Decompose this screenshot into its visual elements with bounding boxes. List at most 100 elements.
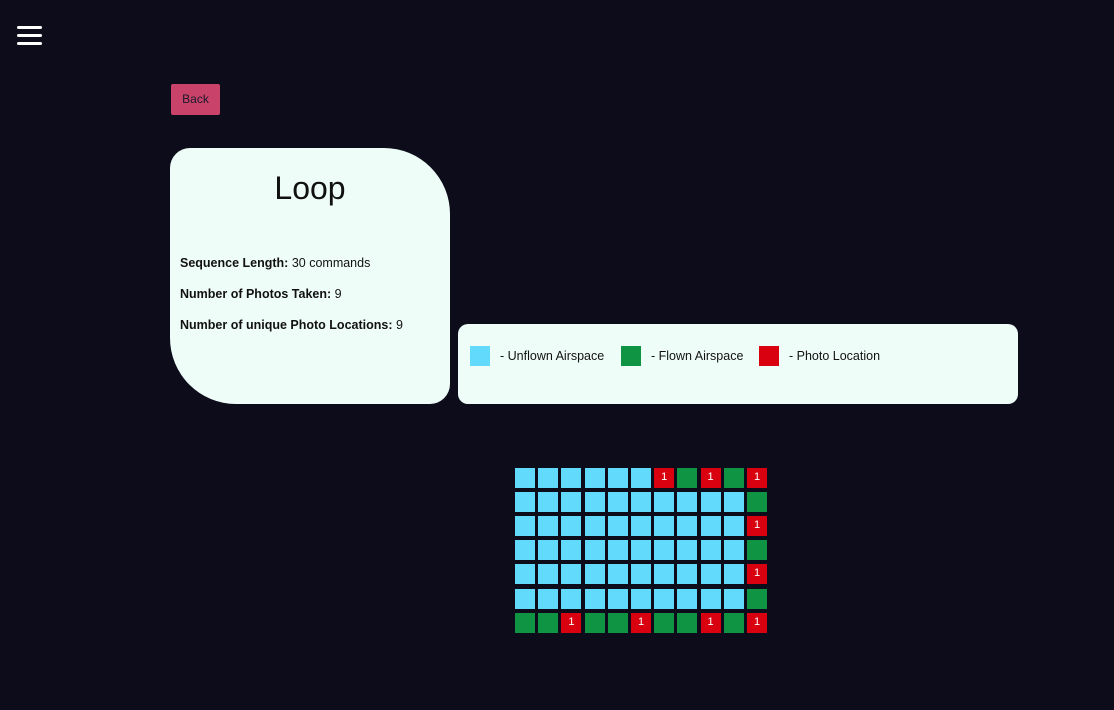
unflown-cell [700, 516, 721, 537]
airspace-legend: - Unflown Airspace - Flown Airspace - Ph… [458, 324, 1018, 404]
photo-location-cell: 1 [654, 468, 675, 488]
sequence-length-row: Sequence Length: 30 commands [180, 256, 370, 270]
unflown-cell [584, 468, 605, 488]
photo-location-cell: 1 [747, 612, 767, 633]
flown-cell [654, 612, 675, 633]
unflown-cell [515, 540, 535, 561]
unflown-cell [561, 564, 582, 585]
unflown-cell [631, 588, 651, 609]
unflown-cell [723, 564, 744, 585]
unflown-cell [654, 564, 675, 585]
unflown-cell [700, 492, 721, 513]
unflown-cell [631, 468, 651, 488]
unflown-cell [654, 492, 675, 513]
menu-bar-top [17, 26, 42, 29]
unflown-cell [584, 492, 605, 513]
unflown-cell [723, 588, 744, 609]
flown-cell [515, 612, 535, 633]
unflown-cell [607, 516, 628, 537]
unflown-cell [584, 516, 605, 537]
unflown-cell [631, 516, 651, 537]
photo-swatch [759, 346, 779, 366]
unflown-cell [723, 540, 744, 561]
unflown-cell [561, 588, 582, 609]
photo-location-cell: 1 [700, 612, 721, 633]
back-button[interactable]: Back [171, 84, 220, 115]
flown-cell [723, 468, 744, 488]
flown-cell [747, 588, 767, 609]
unflown-cell [723, 516, 744, 537]
unflown-cell [561, 540, 582, 561]
unflown-cell [607, 588, 628, 609]
unflown-cell [515, 564, 535, 585]
flown-cell [607, 612, 628, 633]
unflown-cell [607, 492, 628, 513]
photo-location-cell: 1 [747, 516, 767, 537]
photo-location-cell: 1 [700, 468, 721, 488]
unflown-cell [515, 492, 535, 513]
unflown-cell [654, 516, 675, 537]
unflown-cell [561, 516, 582, 537]
unflown-cell [631, 564, 651, 585]
unflown-cell [607, 468, 628, 488]
menu-bar-middle [17, 34, 42, 37]
unflown-cell [677, 564, 698, 585]
unflown-cell [538, 588, 559, 609]
legend-label-flown: - Flown Airspace [651, 349, 744, 363]
unflown-cell [700, 564, 721, 585]
unflown-cell [584, 540, 605, 561]
legend-item-photo: - Photo Location [759, 346, 880, 366]
unflown-cell [584, 588, 605, 609]
legend-label-unflown: - Unflown Airspace [500, 349, 605, 363]
flown-cell [677, 612, 698, 633]
unflown-cell [700, 588, 721, 609]
flown-cell [747, 540, 767, 561]
flown-cell [747, 492, 767, 513]
legend-item-flown: - Flown Airspace [621, 346, 743, 366]
legend-item-unflown: - Unflown Airspace [470, 346, 604, 366]
unflown-cell [677, 588, 698, 609]
unflown-cell [538, 516, 559, 537]
flown-cell [723, 612, 744, 633]
unflown-cell [515, 588, 535, 609]
unflown-cell [538, 540, 559, 561]
unflown-cell [631, 492, 651, 513]
legend-label-photo: - Photo Location [789, 349, 881, 363]
sequence-info-card: Loop Sequence Length: 30 commands Number… [170, 148, 450, 404]
menu-bar-bottom [17, 42, 42, 45]
unflown-cell [561, 492, 582, 513]
photos-taken-row: Number of Photos Taken: 9 [180, 287, 342, 301]
photo-location-cell: 1 [631, 612, 651, 633]
unflown-cell [584, 564, 605, 585]
photo-location-cell: 1 [747, 468, 767, 488]
unflown-cell [700, 540, 721, 561]
unflown-cell [515, 516, 535, 537]
unflown-cell [631, 540, 651, 561]
unique-locations-label: Number of unique Photo Locations: [180, 318, 393, 332]
unflown-cell [654, 588, 675, 609]
sequence-length-label: Sequence Length: [180, 256, 289, 270]
unflown-cell [677, 540, 698, 561]
photo-location-cell: 1 [747, 564, 767, 585]
hamburger-menu-icon[interactable] [17, 25, 42, 47]
unflown-cell [515, 468, 535, 488]
unique-locations-row: Number of unique Photo Locations: 9 [180, 318, 403, 332]
unflown-cell [607, 564, 628, 585]
flown-cell [677, 468, 698, 488]
unflown-cell [654, 540, 675, 561]
unique-locations-value: 9 [395, 318, 403, 332]
flown-swatch [621, 346, 641, 366]
unflown-cell [677, 516, 698, 537]
photos-taken-label: Number of Photos Taken: [180, 287, 332, 301]
sequence-length-value: 30 commands [291, 256, 371, 270]
unflown-cell [677, 492, 698, 513]
photos-taken-value: 9 [334, 287, 342, 301]
unflown-swatch [470, 346, 490, 366]
flown-cell [538, 612, 559, 633]
unflown-cell [538, 564, 559, 585]
unflown-cell [561, 468, 582, 488]
flown-cell [584, 612, 605, 633]
unflown-cell [538, 492, 559, 513]
